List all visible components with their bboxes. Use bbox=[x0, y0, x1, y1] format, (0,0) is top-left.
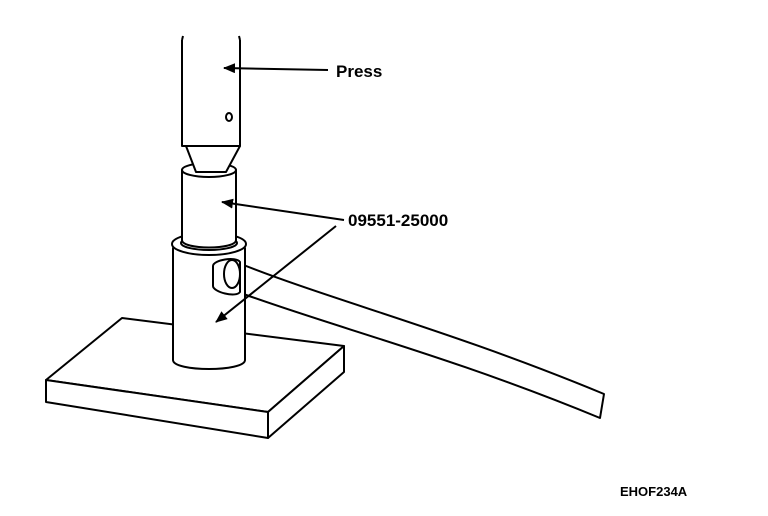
press-ram bbox=[181, 40, 241, 173]
tool-sleeve bbox=[181, 162, 237, 249]
tool-arrow-lower bbox=[215, 225, 337, 323]
tool-number-label: 09551-25000 bbox=[348, 211, 449, 230]
hose bbox=[235, 261, 605, 419]
tool-arrow-upper bbox=[221, 198, 345, 221]
figure-code: EHOF234A bbox=[620, 484, 688, 499]
press-arrow bbox=[223, 63, 329, 74]
ram-top-edge bbox=[181, 35, 241, 41]
holder-cylinder bbox=[171, 232, 247, 370]
press-label: Press bbox=[336, 62, 383, 81]
